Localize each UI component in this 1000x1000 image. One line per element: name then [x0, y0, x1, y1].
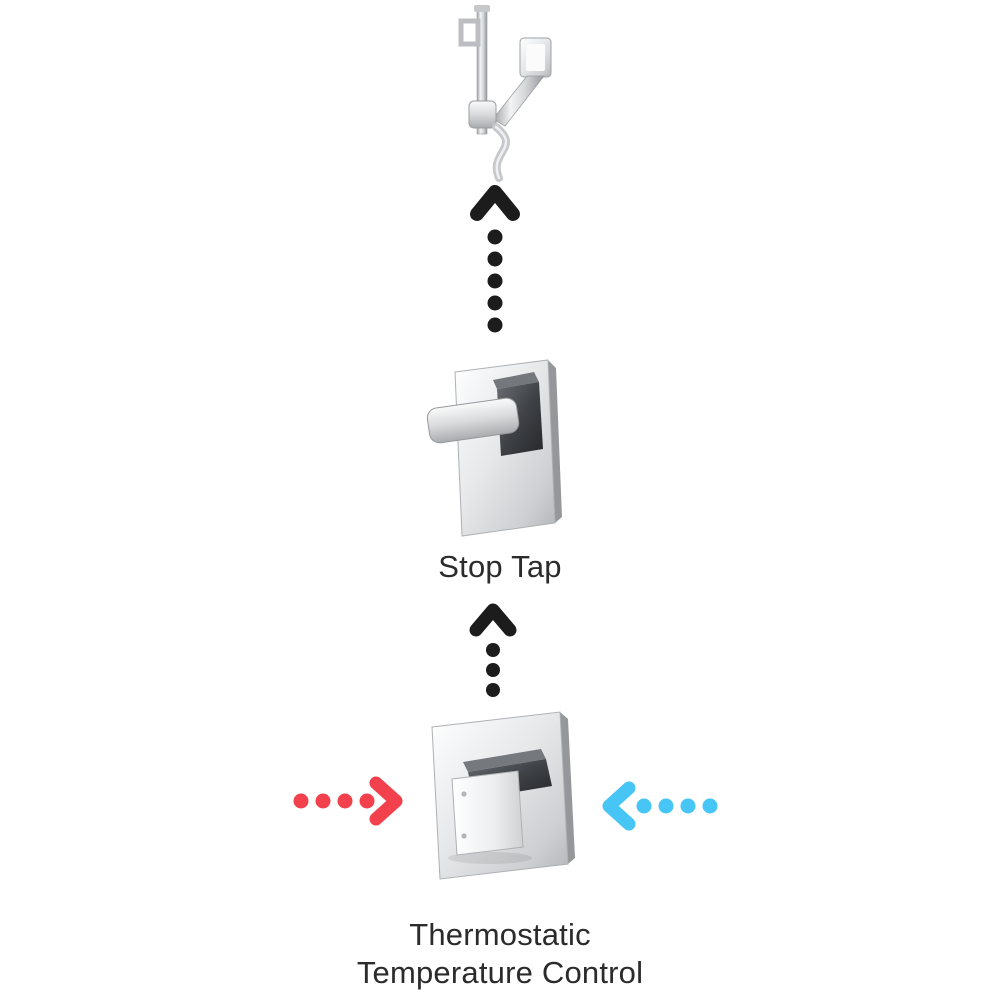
- arrow-dot: [487, 251, 503, 267]
- hot-water-inlet-arrow-icon: [293, 776, 403, 826]
- stop-tap-valve-icon: [426, 359, 562, 537]
- stop-tap-lever: [426, 397, 520, 444]
- arrow-dot: [658, 798, 674, 814]
- arrow-dot: [359, 793, 375, 809]
- dotted-up-arrow-lower-icon: [469, 603, 517, 697]
- handset-handle: [492, 75, 545, 127]
- arrow-dot: [315, 793, 331, 809]
- thermostatic-knob: [451, 770, 524, 856]
- knob-screw: [461, 791, 467, 797]
- thermostatic-label: Thermostatic Temperature Control: [0, 916, 1000, 992]
- arrow-dot: [486, 663, 500, 677]
- arrow-dot: [702, 798, 718, 814]
- arrow-dot: [680, 798, 696, 814]
- up-arrowhead: [469, 603, 517, 637]
- dotted-up-arrow-upper-icon: [470, 185, 520, 333]
- cold-water-inlet-arrow-icon: [602, 781, 718, 831]
- arrow-dot: [486, 643, 500, 657]
- shower-hose-highlight: [494, 125, 508, 180]
- rail-top-cap: [474, 5, 490, 12]
- thermostatic-plate-edge: [560, 712, 575, 864]
- wall-bracket: [458, 18, 481, 47]
- thermostatic-label-line2: Temperature Control: [356, 955, 644, 990]
- handheld-shower-icon: [458, 5, 552, 182]
- arrow-dot: [636, 798, 652, 814]
- arrow-dot: [337, 793, 353, 809]
- arrow-dot: [487, 317, 503, 333]
- stop-tap-plate-edge: [548, 360, 562, 523]
- up-arrowhead: [470, 185, 520, 221]
- arrow-dot: [486, 683, 500, 697]
- arrow-dot: [293, 793, 309, 809]
- thermostatic-handle-top: [463, 749, 546, 772]
- arrow-dot: [487, 295, 503, 311]
- rail-slider-holder: [468, 100, 497, 129]
- knob-shadow: [448, 852, 532, 864]
- arrow-dot: [487, 273, 503, 289]
- thermostatic-valve-icon: [431, 711, 575, 880]
- handset-face: [526, 44, 545, 71]
- stop-tap-cartridge-top: [493, 372, 539, 389]
- arrow-dot: [487, 229, 503, 245]
- thermostatic-label-line1: Thermostatic: [409, 917, 591, 952]
- stop-tap-label: Stop Tap: [438, 549, 562, 584]
- left-arrowhead: [602, 781, 636, 831]
- right-arrowhead: [369, 776, 403, 826]
- knob-screw: [461, 833, 467, 839]
